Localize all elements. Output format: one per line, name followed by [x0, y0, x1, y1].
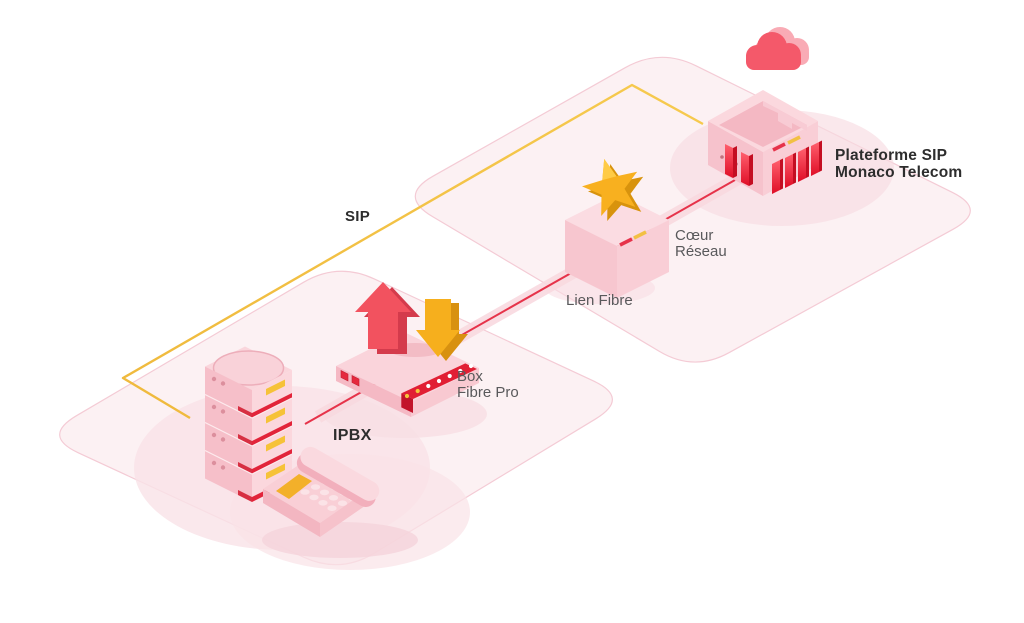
label-sip-link: SIP — [345, 208, 371, 225]
network-core-icon — [565, 159, 669, 298]
router-icon — [336, 282, 479, 417]
phone-handset — [296, 446, 380, 507]
server-rack-icon — [204, 346, 293, 502]
sip-link-line — [121, 83, 704, 420]
building-icon — [708, 90, 822, 196]
phone-shadow — [262, 522, 418, 558]
cloud-icon — [746, 27, 809, 70]
label-plateforme-sip: Plateforme SIP Monaco Telecom — [835, 147, 963, 181]
label-ipbx: IPBX — [333, 427, 372, 444]
label-lien-fibre: Lien Fibre — [566, 292, 633, 309]
upload-arrow-icon — [355, 282, 420, 354]
desk-phone-icon — [263, 446, 380, 537]
label-box-fibre-pro: Box Fibre Pro — [457, 368, 519, 401]
star-icon — [582, 159, 644, 221]
label-coeur-reseau: Cœur Réseau — [675, 227, 727, 260]
download-arrow-icon — [416, 299, 468, 361]
